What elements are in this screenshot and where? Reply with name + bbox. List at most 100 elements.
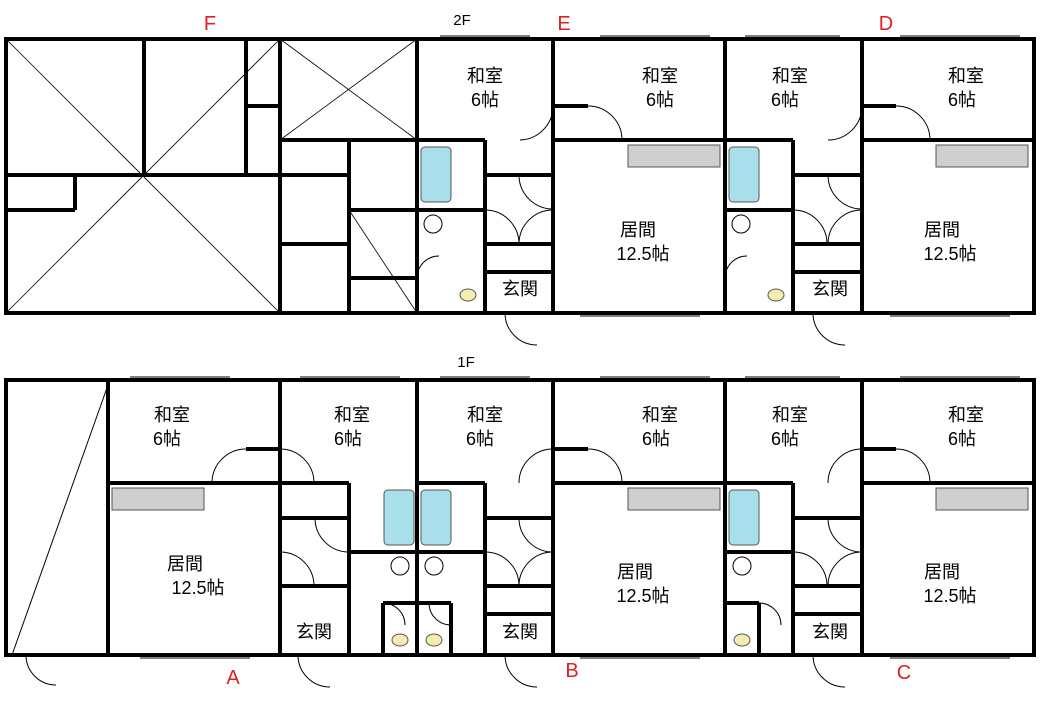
room-name: 和室 — [772, 405, 808, 425]
room-size: 12.5帖 — [923, 244, 976, 264]
floor-label-1f: 1F — [457, 354, 475, 371]
unit-label-e: E — [557, 13, 570, 35]
unit-c-1f: 和室 6帖 和室 6帖 居間 12.5帖 玄関 — [725, 405, 1034, 688]
room-name: 玄関 — [812, 622, 848, 642]
unit-a-1f: 和室 6帖 居間 12.5帖 玄関 和室 6帖 — [25, 405, 417, 688]
entrance-door-icon — [504, 654, 538, 688]
door-swing-icon — [827, 174, 863, 210]
door-swing-icon — [484, 209, 520, 245]
door-swing-icon — [279, 448, 315, 484]
room-name: 玄関 — [502, 279, 538, 299]
room-size: 6帖 — [948, 90, 976, 110]
room-name: 居間 — [167, 554, 203, 574]
kitchen-counter-icon — [627, 487, 721, 511]
room-size: 6帖 — [471, 90, 499, 110]
door-swing-icon — [895, 448, 931, 484]
door-swing-icon — [518, 551, 554, 587]
unit-label-c: C — [897, 662, 911, 684]
room-name: 和室 — [948, 66, 984, 86]
door-swing-icon — [382, 602, 406, 626]
windows-2f — [440, 35, 1020, 317]
door-swing-icon — [518, 448, 554, 484]
room-name: 玄関 — [812, 279, 848, 299]
door-swing-icon — [827, 517, 863, 553]
bathtub-icon — [420, 489, 452, 546]
door-swing-icon — [827, 448, 863, 484]
floor-label-2f: 2F — [453, 12, 471, 29]
entrance-door-icon — [812, 654, 846, 688]
toilet-icon — [733, 633, 751, 647]
bathtub-icon — [728, 489, 760, 546]
room-name: 和室 — [948, 405, 984, 425]
floor-1f: 和室 6帖 居間 12.5帖 玄関 和室 6帖 — [4, 354, 1036, 688]
room-name: 居間 — [924, 562, 960, 582]
room-size: 6帖 — [948, 429, 976, 449]
door-swing-icon — [519, 105, 554, 141]
door-swing-icon — [827, 209, 863, 245]
bathtub-icon — [383, 489, 415, 546]
void-diagonal — [11, 384, 109, 656]
door-swing-icon — [827, 551, 863, 587]
door-swing-icon — [792, 209, 828, 245]
door-swing-icon — [758, 602, 782, 626]
door-swing-icon — [518, 517, 554, 553]
room-size: 6帖 — [334, 429, 362, 449]
room-size: 12.5帖 — [171, 578, 224, 598]
room-name: 和室 — [467, 405, 503, 425]
bathtub-icon — [728, 146, 760, 203]
room-size: 6帖 — [771, 429, 799, 449]
door-swing-icon — [428, 602, 452, 626]
door-swing-icon — [792, 551, 828, 587]
room-name: 和室 — [334, 405, 370, 425]
unit-label-a: A — [226, 667, 240, 689]
room-size: 12.5帖 — [616, 586, 669, 606]
door-swing-icon — [587, 448, 623, 484]
door-swing-icon — [211, 448, 247, 484]
unit-labels: F E D A B C — [204, 13, 911, 689]
room-size: 6帖 — [646, 90, 674, 110]
door-swing-icon — [416, 255, 440, 279]
unit-b-1f: 和室 6帖 和室 6帖 居間 12.5帖 玄関 — [417, 405, 725, 688]
door-swing-icon — [518, 174, 554, 210]
windows-1f — [130, 376, 1020, 659]
toilet-icon — [391, 633, 409, 647]
door-swing-icon — [587, 105, 623, 141]
door-swing-icon — [314, 517, 350, 553]
room-size: 12.5帖 — [923, 586, 976, 606]
door-swing-icon — [518, 209, 554, 245]
unit-label-f: F — [204, 13, 216, 35]
void-area-2f — [5, 38, 418, 314]
door-swing-icon — [724, 255, 748, 279]
unit-e-2f: 和室 6帖 和室 6帖 居間 12.5帖 玄関 — [416, 66, 725, 346]
entrance-door-icon — [812, 312, 846, 346]
door-swing-icon — [895, 105, 931, 141]
room-name: 玄関 — [296, 622, 332, 642]
floor-2f: 和室 6帖 和室 6帖 居間 12.5帖 玄関 — [4, 12, 1036, 346]
room-name: 和室 — [467, 66, 503, 86]
entrance-door-icon — [25, 654, 57, 686]
room-size: 6帖 — [153, 429, 181, 449]
unit-label-b: B — [565, 660, 578, 682]
sink-icon — [423, 214, 443, 234]
door-swing-icon — [484, 551, 520, 587]
outer-wall-1f — [4, 378, 1036, 657]
unit-label-d: D — [879, 13, 893, 35]
sink-icon — [424, 556, 444, 576]
room-name: 居間 — [924, 220, 960, 240]
room-size: 6帖 — [771, 90, 799, 110]
unit-d-2f: 和室 6帖 和室 6帖 居間 12.5帖 玄関 — [724, 66, 1034, 346]
room-size: 12.5帖 — [616, 244, 669, 264]
room-name: 和室 — [154, 405, 190, 425]
kitchen-counter-icon — [935, 487, 1029, 511]
room-name: 玄関 — [502, 622, 538, 642]
entrance-door-icon — [504, 312, 538, 346]
kitchen-counter-icon — [627, 144, 721, 168]
room-name: 和室 — [642, 66, 678, 86]
toilet-icon — [459, 288, 477, 302]
room-size: 6帖 — [642, 429, 670, 449]
kitchen-counter-icon — [111, 487, 205, 511]
room-name: 居間 — [620, 220, 656, 240]
sink-icon — [732, 556, 752, 576]
sink-icon — [731, 214, 751, 234]
entrance-door-icon — [297, 654, 331, 688]
